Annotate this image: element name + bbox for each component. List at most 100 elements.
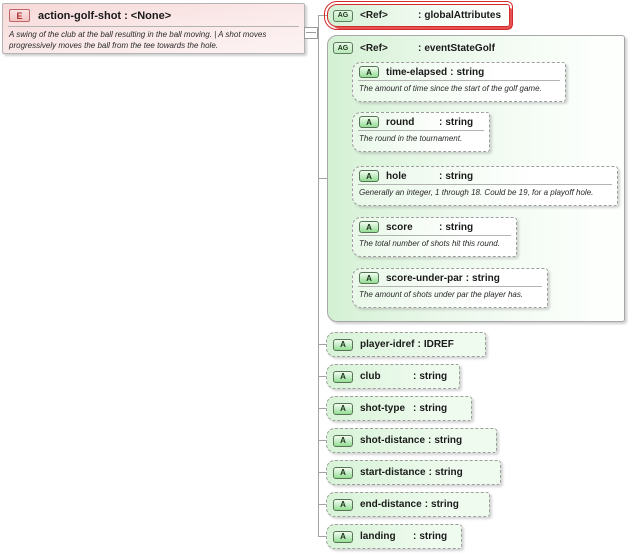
connector-line — [319, 472, 326, 473]
attribute-type: IDREF — [423, 339, 454, 350]
attribute-box-player-idref[interactable]: A player-idref : IDREF — [326, 332, 486, 357]
attribute-name: time-elapsed — [386, 66, 448, 78]
colon-separator: : — [439, 221, 443, 233]
attribute-group-type: eventStateGolf — [424, 42, 495, 54]
attribute-type: string — [434, 435, 463, 446]
attribute-type: string — [419, 371, 448, 382]
attribute-icon: A — [359, 170, 379, 182]
colon-separator: : — [428, 467, 432, 478]
connector-line — [319, 376, 326, 377]
attribute-box-score-under-par[interactable]: A score-under-par : string The amount of… — [352, 268, 548, 308]
attribute-group-icon: AG — [333, 42, 353, 54]
attribute-icon: A — [359, 221, 379, 233]
colon-separator: : — [439, 116, 443, 128]
attribute-name: score — [386, 221, 413, 233]
attribute-annotation: Generally an integer, 1 through 18. Coul… — [359, 188, 594, 197]
attribute-box-hole[interactable]: A hole : string Generally an integer, 1 … — [352, 166, 618, 206]
colon-separator: : — [450, 66, 454, 78]
element-annotation: A swing of the club at the ball resultin… — [9, 30, 267, 51]
attribute-name: shot-type — [360, 403, 405, 414]
attribute-type: string — [445, 170, 474, 182]
attribute-icon: A — [333, 402, 353, 415]
connector-line — [319, 344, 326, 345]
connector-line — [319, 15, 327, 16]
colon-separator: : — [413, 371, 417, 382]
element-title: action-golf-shot:<None> — [38, 10, 171, 22]
attribute-type: string — [472, 272, 500, 284]
attribute-icon: A — [333, 370, 353, 383]
element-type: <None> — [130, 9, 172, 22]
attribute-name: round — [386, 116, 415, 128]
element-box-action-golf-shot[interactable]: E action-golf-shot:<None> A swing of the… — [2, 3, 305, 54]
connector-line — [319, 178, 327, 179]
attribute-group-icon: AG — [333, 9, 353, 22]
colon-separator: : — [465, 272, 470, 284]
attribute-title-row: A landing : string — [327, 525, 461, 548]
attribute-icon: A — [359, 116, 379, 128]
connector-line — [319, 440, 326, 441]
attribute-icon: A — [333, 466, 353, 479]
attribute-group-title-row: AG <Ref> : globalAttributes — [328, 5, 509, 26]
attribute-icon: A — [333, 530, 353, 543]
collapse-handle-icon[interactable] — [304, 27, 318, 39]
attribute-type: string — [445, 221, 474, 233]
attribute-box-round[interactable]: A round : string The round in the tourna… — [352, 112, 490, 152]
attribute-box-club[interactable]: A club : string — [326, 364, 460, 389]
attribute-annotation: The amount of shots under par the player… — [359, 290, 524, 299]
attribute-name: player-idref — [360, 339, 415, 350]
attribute-title-row: A shot-distance : string — [327, 429, 496, 452]
colon-separator: : — [417, 339, 421, 350]
attribute-title-row: A end-distance : string — [327, 493, 489, 516]
attribute-box-shot-distance[interactable]: A shot-distance : string — [326, 428, 497, 453]
attribute-box-time-elapsed[interactable]: A time-elapsed : string The amount of ti… — [352, 62, 566, 102]
colon-separator: : — [413, 403, 417, 414]
attribute-title-row: A time-elapsed : string — [353, 63, 565, 78]
attribute-box-start-distance[interactable]: A start-distance : string — [326, 460, 501, 485]
divider — [358, 235, 511, 236]
attribute-icon: A — [333, 338, 353, 351]
colon-separator: : — [124, 9, 128, 22]
colon-separator: : — [424, 499, 429, 510]
colon-separator: : — [418, 42, 422, 54]
attribute-type: string — [456, 66, 485, 78]
attribute-annotation: The amount of time since the start of th… — [359, 84, 542, 93]
attribute-group-title-row: AG <Ref> : eventStateGolf — [328, 36, 624, 54]
colon-separator: : — [428, 435, 432, 446]
divider — [358, 130, 484, 131]
colon-separator: : — [418, 10, 422, 21]
element-title-row: E action-golf-shot:<None> — [3, 4, 304, 24]
divider — [358, 80, 560, 81]
attribute-box-end-distance[interactable]: A end-distance : string — [326, 492, 490, 517]
attribute-group-ref-globalattributes[interactable]: AG <Ref> : globalAttributes — [324, 1, 513, 30]
attribute-group-name: <Ref> — [360, 42, 388, 54]
divider — [358, 184, 612, 185]
connector-line — [319, 408, 326, 409]
colon-separator: : — [413, 531, 417, 542]
attribute-group-name: <Ref> — [360, 10, 388, 21]
attribute-title-row: A club : string — [327, 365, 459, 388]
attribute-name: shot-distance — [360, 435, 426, 446]
element-icon: E — [9, 9, 30, 22]
attribute-title-row: A round : string — [353, 113, 489, 128]
attribute-icon: A — [359, 272, 379, 284]
attribute-box-landing[interactable]: A landing : string — [326, 524, 462, 549]
attribute-box-score[interactable]: A score : string The total number of sho… — [352, 217, 517, 257]
element-name: action-golf-shot — [38, 9, 122, 22]
attribute-group-type: globalAttributes — [424, 10, 502, 21]
attribute-icon: A — [333, 498, 353, 511]
attribute-name: landing — [360, 531, 396, 542]
attribute-type: string — [431, 499, 459, 510]
connector-line — [319, 536, 326, 537]
attribute-title-row: A start-distance : string — [327, 461, 500, 484]
attribute-box-shot-type[interactable]: A shot-type : string — [326, 396, 472, 421]
attribute-name: score-under-par — [386, 272, 463, 284]
attribute-type: string — [434, 467, 463, 478]
attribute-title-row: A hole : string — [353, 167, 617, 182]
attribute-title-row: A shot-type : string — [327, 397, 471, 420]
divider — [8, 26, 299, 27]
divider — [358, 286, 542, 287]
attribute-name: hole — [386, 170, 407, 182]
attribute-type: string — [445, 116, 474, 128]
attribute-title-row: A score-under-par : string — [353, 269, 547, 284]
